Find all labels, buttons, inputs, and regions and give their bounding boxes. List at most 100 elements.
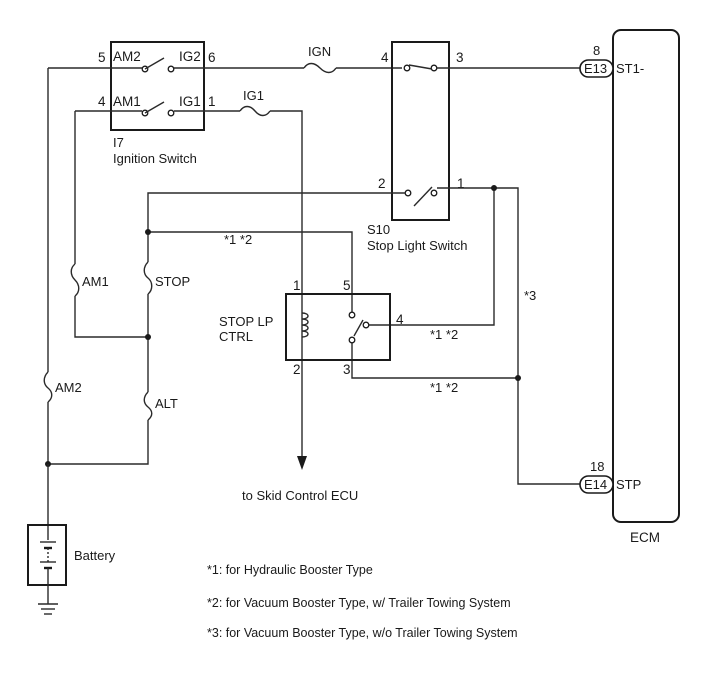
connector-e13-id: E13 <box>584 61 607 76</box>
terminal-ig1-label: IG1 <box>179 94 201 109</box>
fuse-ig1-symbol <box>239 105 271 117</box>
s10-contact-2 <box>404 189 412 197</box>
fuse-am2-label: AM2 <box>55 380 82 395</box>
note-12-b: *1 *2 <box>430 327 458 342</box>
wire-alt-lower <box>48 420 149 465</box>
wire-s10-pin2 <box>147 192 405 262</box>
footnote-3: *3: for Vacuum Booster Type, w/o Trailer… <box>207 626 518 640</box>
ecm-label: ECM <box>630 530 660 545</box>
relay-pin-2: 2 <box>293 362 301 377</box>
connector-e14 <box>579 475 614 494</box>
stop-light-switch-name: Stop Light Switch <box>367 238 467 253</box>
wire-s10-pin1-to-e14 <box>437 187 580 485</box>
ignition-switch-box <box>110 41 205 131</box>
pin-ig2: 6 <box>208 50 216 65</box>
relay-contact-5 <box>348 311 356 319</box>
wire-relay-3 <box>351 340 518 379</box>
note-3: *3 <box>524 288 536 303</box>
battery: Battery <box>27 524 116 615</box>
junction-am1 <box>145 334 151 340</box>
ignition-switch-name: Ignition Switch <box>113 151 197 166</box>
footnotes: *1: for Hydraulic Booster Type *2: for V… <box>207 563 518 640</box>
footnote-2: *2: for Vacuum Booster Type, w/ Trailer … <box>207 596 511 610</box>
wire-stop-to-relay-5 <box>148 231 353 312</box>
terminal-am2-label: AM2 <box>113 49 141 64</box>
junction-relay-3 <box>515 375 521 381</box>
wire-ig1-to-relay <box>270 110 303 456</box>
relay-box <box>285 293 391 361</box>
switch-blade-upper <box>144 57 165 70</box>
connector-e14-id: E14 <box>584 477 607 492</box>
fuse-am2: AM2 <box>43 371 82 403</box>
s10-contact-3 <box>430 64 438 72</box>
s10-pin-2: 2 <box>378 176 386 191</box>
s10-blade-lower <box>413 186 433 207</box>
stop-lp-ctrl-relay: STOP LP CTRL 1 5 4 2 3 <box>219 278 404 377</box>
relay-contact-3 <box>348 336 356 344</box>
fuse-stop: STOP <box>143 261 190 295</box>
note-12-c: *1 *2 <box>430 380 458 395</box>
s10-contact-4 <box>403 64 411 72</box>
junction-stop <box>145 229 151 235</box>
battery-label: Battery <box>74 548 116 563</box>
s10-pin-1: 1 <box>457 176 465 191</box>
switch-blade-lower <box>144 101 165 114</box>
fuse-ign-symbol <box>303 62 337 74</box>
relay-pin-3: 3 <box>343 362 351 377</box>
down-arrow-icon <box>297 456 307 470</box>
fuse-am1-symbol <box>70 263 80 297</box>
stop-light-switch: 4 3 2 1 S10 Stop Light Switch <box>367 41 467 253</box>
relay-contact-4 <box>362 321 370 329</box>
s10-blade-upper <box>408 64 433 70</box>
stop-light-switch-ref: S10 <box>367 222 390 237</box>
wire-s10-to-relay-4 <box>369 188 495 326</box>
relay-pin-1: 1 <box>293 278 301 293</box>
signal-st1: ST1- <box>616 61 644 76</box>
connector-e13 <box>579 59 614 78</box>
relay-name-line2: CTRL <box>219 329 253 344</box>
s10-contact-1 <box>430 189 438 197</box>
fuse-am1-label: AM1 <box>82 274 109 289</box>
fuse-alt-symbol <box>143 391 153 421</box>
fuse-alt-label: ALT <box>155 396 178 411</box>
s10-pin-3: 3 <box>456 50 464 65</box>
terminal-am1-label: AM1 <box>113 94 141 109</box>
connector-e13-pin: 8 <box>593 43 600 58</box>
pin-ig1: 1 <box>208 94 216 109</box>
wire-am1-lower <box>74 296 148 338</box>
contact-ig2 <box>167 65 175 73</box>
relay-coil <box>301 312 309 338</box>
relay-name-line1: STOP LP <box>219 314 273 329</box>
pin-am1: 4 <box>98 94 106 109</box>
fuse-ig1-label: IG1 <box>243 88 264 103</box>
skid-control-label: to Skid Control ECU <box>242 488 358 503</box>
relay-pin-5: 5 <box>343 278 351 293</box>
s10-pin-4: 4 <box>381 50 389 65</box>
fuse-ig1: IG1 <box>239 88 271 117</box>
ignition-switch-ref: I7 <box>113 135 124 150</box>
fuse-ign: IGN <box>303 44 337 74</box>
battery-box <box>27 524 67 586</box>
ignition-switch: AM2 IG2 AM1 IG1 5 6 4 1 I7 Ignition Swit… <box>98 41 216 166</box>
fuse-alt: ALT <box>143 391 178 421</box>
ecm: ECM E13 8 ST1- E14 18 STP <box>579 29 680 545</box>
junction-s10-1 <box>491 185 497 191</box>
terminal-ig2-label: IG2 <box>179 49 201 64</box>
fuse-ign-label: IGN <box>308 44 331 59</box>
fuse-stop-symbol <box>143 261 153 295</box>
stop-light-switch-box <box>391 41 450 221</box>
left-power-wiring <box>45 68 151 540</box>
footnote-1: *1: for Hydraulic Booster Type <box>207 563 373 577</box>
contact-ig1 <box>167 109 175 117</box>
wires-stop: *1 *2 *3 *1 *2 *1 *2 <box>145 185 580 485</box>
pin-am2: 5 <box>98 50 106 65</box>
ecm-box <box>612 29 680 523</box>
note-12-a: *1 *2 <box>224 232 252 247</box>
wires-ignition <box>48 67 402 456</box>
signal-stp: STP <box>616 477 641 492</box>
relay-pin-4: 4 <box>396 312 404 327</box>
fuse-am1: AM1 <box>70 263 109 297</box>
skid-control-output: to Skid Control ECU <box>242 456 358 503</box>
relay-blade <box>353 319 364 337</box>
